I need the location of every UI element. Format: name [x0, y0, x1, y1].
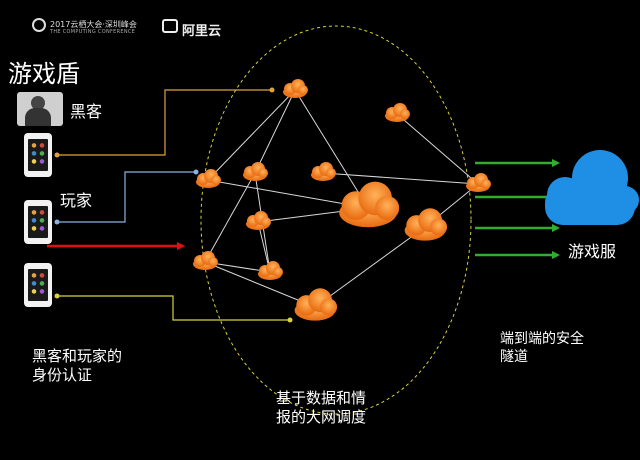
tunnel-caption-line: 隧道 — [500, 349, 528, 365]
schedule-caption-line: 报的大网调度 — [276, 408, 367, 426]
cloud-node-icon — [258, 261, 283, 280]
brand-name: 阿里云 — [182, 24, 222, 39]
schedule-caption-line: 基于数据和情 — [276, 389, 367, 407]
cloud-node-icon — [196, 169, 221, 188]
tunnel-caption-line: 端到端的安全 — [500, 331, 584, 347]
phone-icon — [24, 200, 52, 244]
conference-subtitle: THE COMPUTING CONFERENCE — [50, 29, 136, 35]
page-title: 游戏盾 — [8, 60, 80, 88]
cloud-node-icon — [385, 103, 410, 122]
player-link-line — [57, 171, 196, 223]
schedule-caption: 基于数据和情 报的大网调度 — [276, 389, 366, 427]
auth-caption-line: 身份认证 — [32, 366, 93, 384]
auth-caption: 黑客和玩家的 身份认证 — [32, 347, 122, 385]
game-server-cloud-icon — [545, 150, 639, 225]
cloud-node-icon — [246, 211, 271, 230]
phone-icon — [24, 263, 52, 307]
tunnel-arrows — [475, 159, 560, 259]
cloud-node-icon — [404, 208, 448, 241]
aliyun-logo-icon — [162, 19, 178, 33]
cloud-node-icon — [311, 162, 336, 181]
hacker-link-line — [57, 89, 272, 156]
cloud-node-icon — [243, 162, 268, 181]
hacker-label: 黑客 — [70, 102, 103, 121]
conference-logo-icon — [32, 18, 46, 32]
cloud-node-icon — [466, 173, 491, 192]
hacker-icon — [17, 92, 63, 126]
mesh-links — [204, 89, 479, 308]
cloud-node-icon — [294, 288, 338, 321]
auth-caption-line: 黑客和玩家的 — [32, 347, 123, 365]
cloud-node-icon — [283, 79, 308, 98]
dispatch-network-ellipse — [200, 25, 472, 415]
phone-icon — [24, 133, 52, 177]
player-label: 玩家 — [60, 191, 93, 210]
third-link-line — [57, 295, 290, 321]
game-server-label: 游戏服 — [568, 242, 617, 261]
cloud-node-icon — [193, 251, 218, 270]
tunnel-caption: 端到端的安全 隧道 — [500, 330, 584, 366]
cloud-node-icon — [339, 181, 400, 228]
conference-title: 2017云栖大会·深圳峰会 — [50, 20, 137, 29]
